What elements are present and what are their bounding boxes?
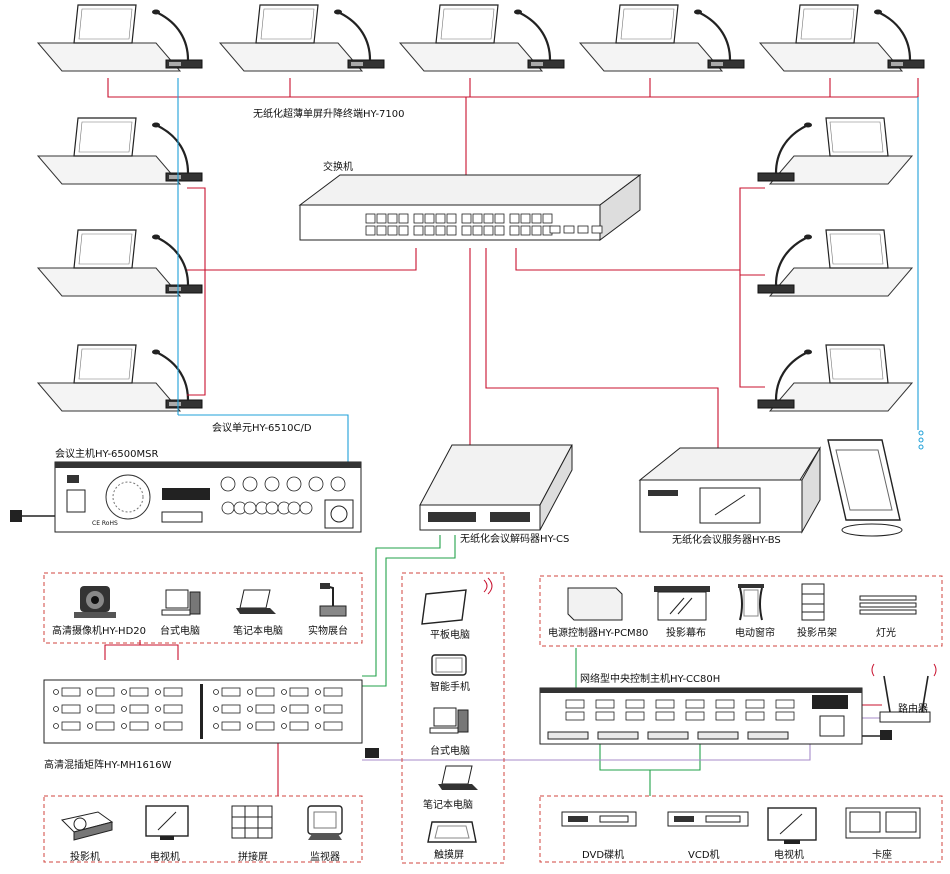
power-controller-icon xyxy=(567,587,623,621)
central-control-label: 网络型中央控制主机HY-CC80H xyxy=(580,672,720,685)
tv-av-icon xyxy=(767,807,817,844)
controlled-devices-box xyxy=(539,575,943,647)
vcd-player-icon xyxy=(667,811,749,827)
curtain-icon xyxy=(738,584,764,621)
terminal-right-3 xyxy=(756,343,914,413)
projection-screen-icon xyxy=(654,586,710,621)
tablet-label: 平板电脑 xyxy=(430,628,470,641)
laptop-icon xyxy=(236,589,276,614)
central-control-host xyxy=(539,687,863,745)
desktop-icon xyxy=(161,589,201,616)
conference-unit-label: 会议单元HY-6510C/D xyxy=(212,421,312,434)
camera-label: 高清摄像机HY-HD20 xyxy=(52,624,146,637)
av-devices-box xyxy=(539,795,943,863)
terminal-top-5 xyxy=(758,3,926,73)
dvd-player-label: DVD碟机 xyxy=(582,848,624,861)
curtain-label: 电动窗帘 xyxy=(735,626,775,639)
input-sources-box xyxy=(43,572,363,644)
paperless-decoder xyxy=(419,444,573,531)
visualizer-icon xyxy=(319,583,347,617)
network-switch xyxy=(298,174,642,241)
terminal-left-3 xyxy=(36,343,204,413)
light-label: 灯光 xyxy=(876,626,896,639)
light-icon xyxy=(859,595,917,615)
vcd-player-label: VCD机 xyxy=(688,848,720,861)
laptop2-label: 笔记本电脑 xyxy=(423,798,473,811)
projector-lift-label: 投影吊架 xyxy=(797,626,837,639)
terminal-top-2 xyxy=(218,3,386,73)
rohs-mark: CE RoHS xyxy=(92,520,118,527)
server-label: 无纸化会议服务器HY-BS xyxy=(672,533,781,546)
desktop2-label: 台式电脑 xyxy=(430,744,470,757)
terminal-label: 无纸化超薄单屏升降终端HY-7100 xyxy=(253,107,405,120)
projector-label: 投影机 xyxy=(70,850,100,863)
decoder-label: 无纸化会议解码器HY-CS xyxy=(460,532,569,545)
camera-icon xyxy=(74,586,116,618)
splice-screen-icon xyxy=(231,805,273,839)
tv-av-label: 电视机 xyxy=(774,848,804,861)
server-monitor xyxy=(827,439,903,537)
cassette-deck-icon xyxy=(845,807,921,839)
terminal-right-1 xyxy=(756,116,914,186)
conference-host xyxy=(54,461,362,533)
touch-screen-label: 触摸屏 xyxy=(434,848,464,861)
visualizer-label: 实物展台 xyxy=(308,624,348,637)
tablet-icon xyxy=(421,577,493,625)
conference-host-label: 会议主机HY-6500MSR xyxy=(55,447,158,460)
projector-icon xyxy=(61,811,114,841)
tv-output-icon xyxy=(145,805,189,840)
paperless-server xyxy=(638,446,821,534)
touch-screen-icon xyxy=(427,821,477,843)
dvd-player-icon xyxy=(561,811,637,827)
power-controller-label: 电源控制器HY-PCM80 xyxy=(548,626,648,639)
terminal-left-2 xyxy=(36,228,204,298)
mobile-devices-box xyxy=(401,572,505,864)
tv-output-label: 电视机 xyxy=(150,850,180,863)
projection-screen-label: 投影幕布 xyxy=(666,626,706,639)
cassette-deck-label: 卡座 xyxy=(872,848,892,861)
terminal-top-4 xyxy=(578,3,746,73)
display-outputs-box xyxy=(43,795,363,863)
splice-screen-label: 拼接屏 xyxy=(238,850,268,863)
terminal-top-3 xyxy=(398,3,566,73)
desktop2-icon xyxy=(429,707,469,734)
laptop2-icon xyxy=(438,765,478,790)
switch-label: 交换机 xyxy=(323,160,353,173)
monitor-label: 监视器 xyxy=(310,850,340,863)
desktop-label: 台式电脑 xyxy=(160,624,200,637)
matrix-label: 高清混插矩阵HY-MH1616W xyxy=(44,758,172,771)
router-label: 路由器 xyxy=(898,702,928,715)
router-icon xyxy=(871,663,937,723)
monitor-icon xyxy=(307,805,343,840)
projector-lift-icon xyxy=(801,583,825,621)
terminal-top-1 xyxy=(36,3,204,73)
hd-matrix xyxy=(43,679,363,744)
terminal-right-2 xyxy=(756,228,914,298)
terminal-left-1 xyxy=(36,116,204,186)
laptop-label: 笔记本电脑 xyxy=(233,624,283,637)
phone-icon xyxy=(431,654,467,676)
phone-label: 智能手机 xyxy=(430,680,470,693)
